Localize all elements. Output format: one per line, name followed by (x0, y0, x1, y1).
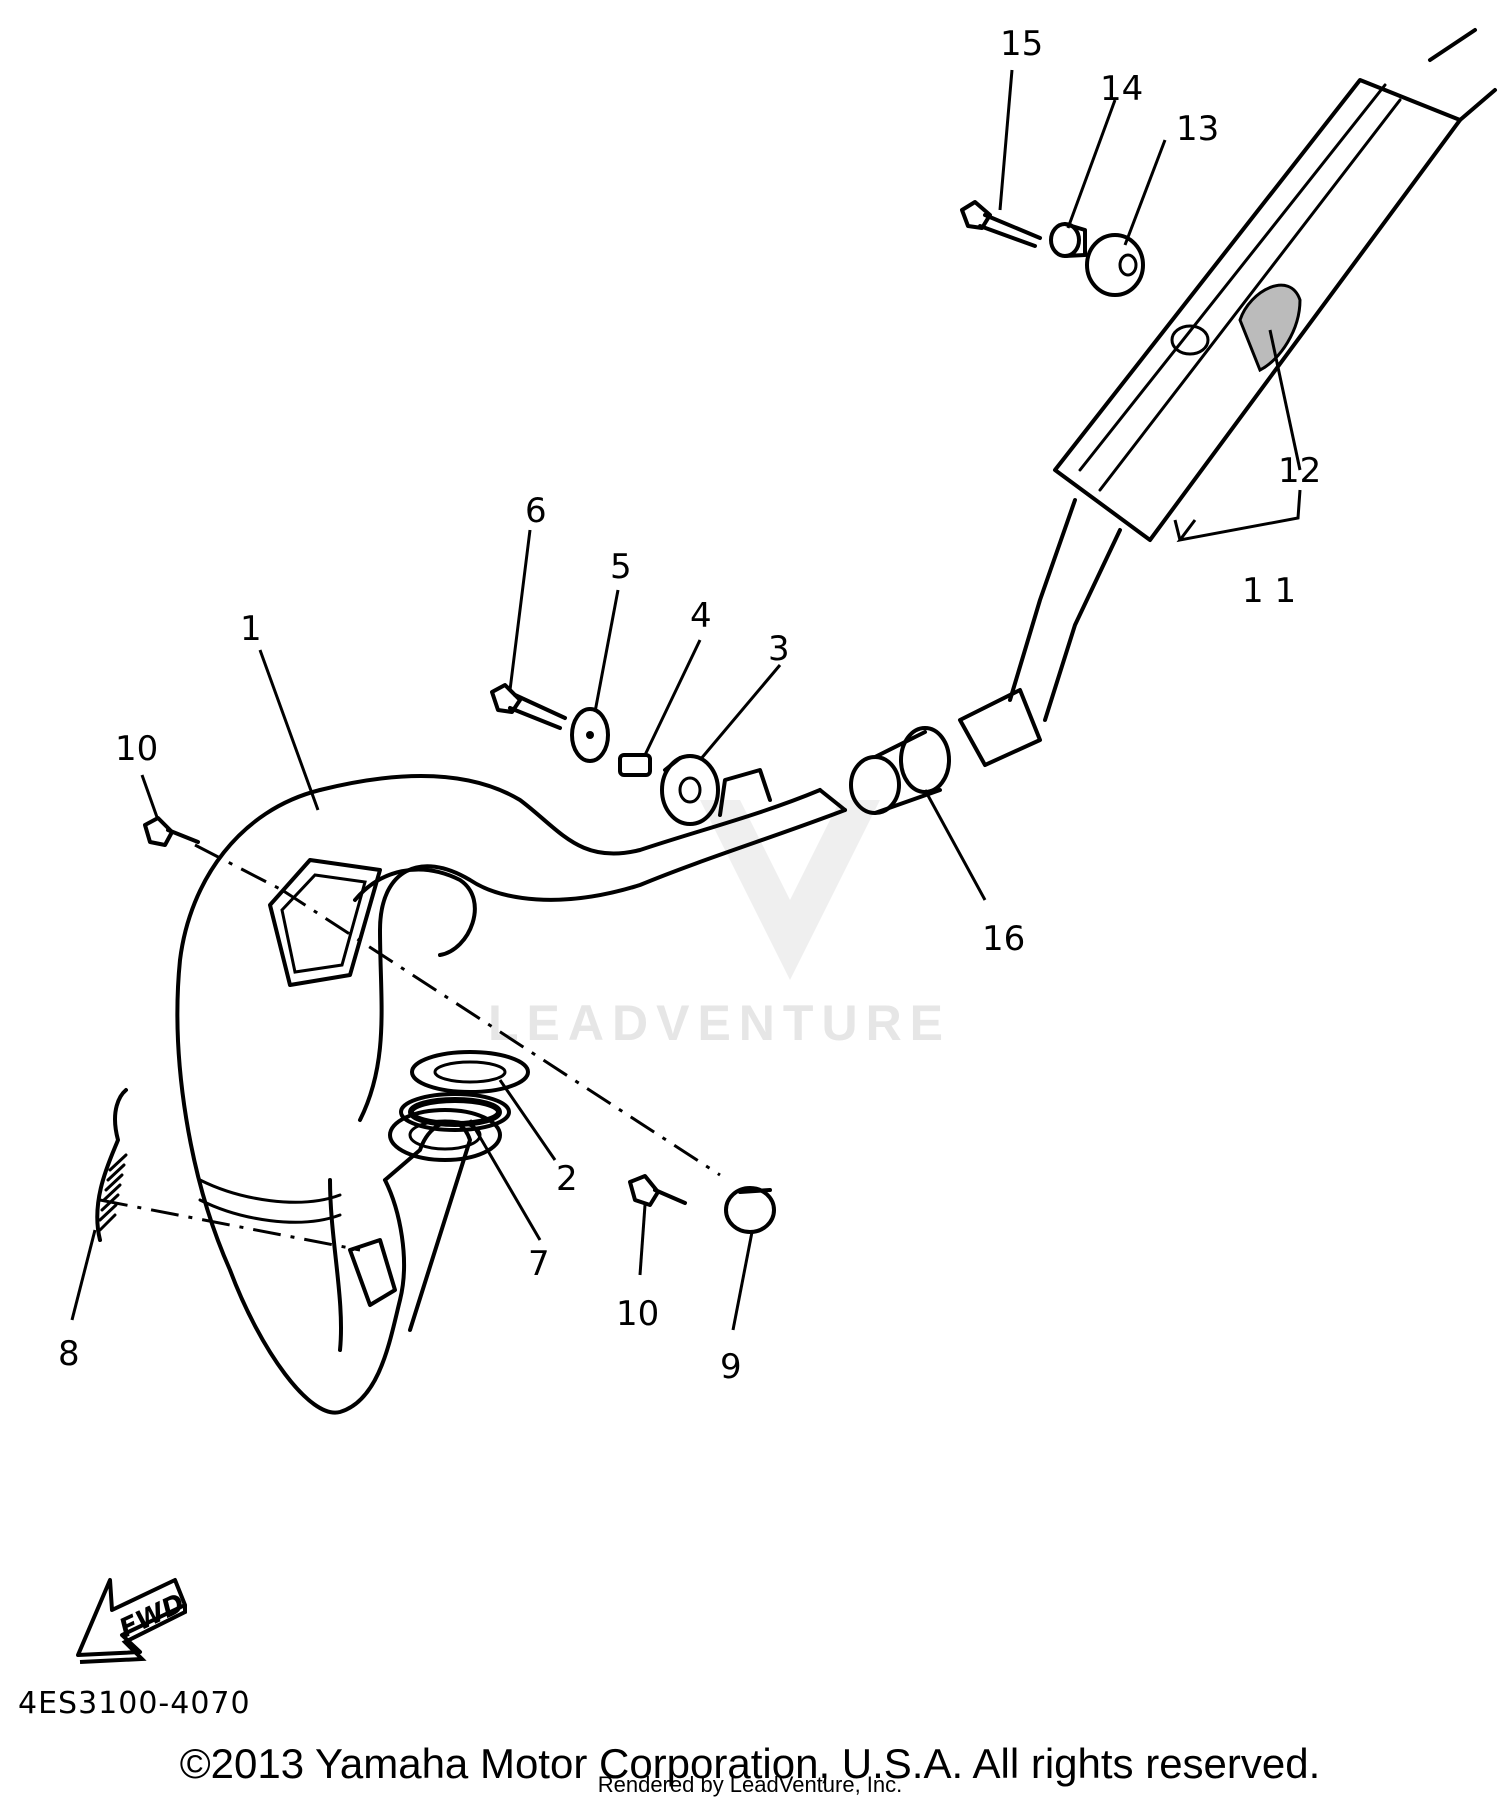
spring-8 (95, 1088, 128, 1242)
callout-6: 6 (525, 491, 547, 531)
bolt-6 (490, 683, 567, 730)
o-ring-7 (399, 1092, 511, 1132)
callout-8: 8 (58, 1334, 80, 1374)
callout-7: 7 (528, 1244, 550, 1284)
collar-4 (618, 753, 652, 777)
washer-5 (570, 707, 610, 763)
collar-14 (1049, 222, 1087, 258)
joint-16 (849, 726, 951, 815)
bolt-15 (960, 200, 1042, 248)
silencer-11 (958, 28, 1497, 767)
callout-10b: 10 (616, 1294, 659, 1334)
clamp-9 (724, 1186, 776, 1234)
forward-arrow-icon: FWD (76, 1578, 189, 1664)
callout-13: 13 (1176, 109, 1219, 149)
callout-15: 15 (1000, 24, 1043, 64)
callout-16: 16 (982, 919, 1025, 959)
callout-2: 2 (556, 1159, 578, 1199)
watermark: LEADVENTURE (488, 800, 951, 1051)
callout-9: 9 (720, 1347, 742, 1387)
gasket-2 (410, 1050, 530, 1094)
callout-3: 3 (768, 629, 790, 669)
callout-11: 1 1 (1242, 571, 1296, 611)
watermark-text: LEADVENTURE (488, 995, 951, 1051)
callout-10a: 10 (115, 729, 158, 769)
bolt-10a (143, 816, 200, 847)
callout-12: 12 (1278, 451, 1321, 491)
rendered-by-notice: Rendered by LeadVenture, Inc. (597, 1772, 903, 1797)
callout-4: 4 (690, 596, 712, 636)
damper-3 (660, 754, 720, 826)
exhaust-pipe (175, 768, 847, 1415)
leader-lines (70, 69, 1302, 1331)
callout-5: 5 (610, 547, 632, 587)
absorber-12 (1238, 283, 1302, 373)
copyright-notice: ©2013 Yamaha Motor Corporation, U.S.A. A… (179, 1740, 1321, 1787)
callout-1: 1 (240, 609, 262, 649)
diagram-code: 4ES3100-4070 (18, 1686, 251, 1721)
damper-13 (1085, 233, 1145, 297)
callout-14: 14 (1100, 69, 1143, 109)
bolt-10b (628, 1174, 687, 1207)
